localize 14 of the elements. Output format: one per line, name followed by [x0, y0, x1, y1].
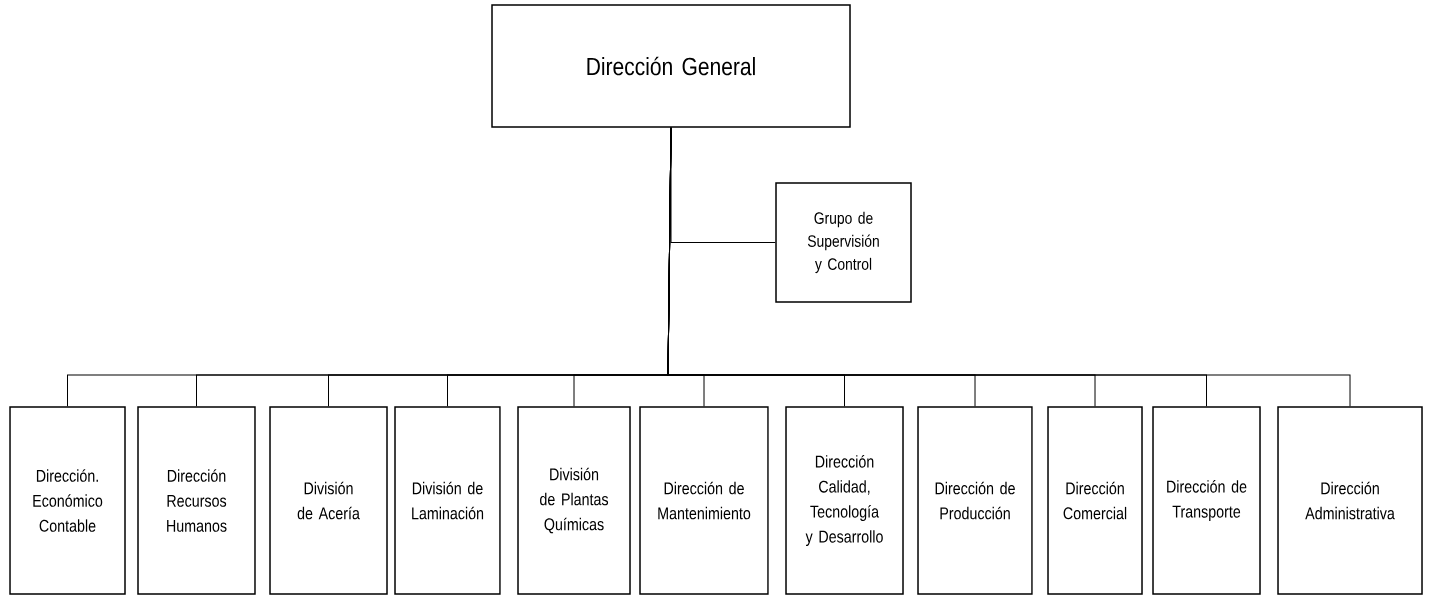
unit-box: Dirección de Mantenimiento [639, 406, 769, 595]
connector [667, 127, 1351, 407]
group-box: Grupo de Supervisión y Control [775, 182, 912, 303]
unit-box: División de Laminación [394, 406, 501, 595]
unit-box: Dirección Recursos Humanos [137, 406, 256, 595]
unit-box: Dirección Administrativa [1277, 406, 1423, 595]
unit-box: Dirección de Producción [917, 406, 1033, 595]
unit-box: Dirección. Económico Contable [9, 406, 126, 595]
unit-box: Dirección Calidad, Tecnología y Desarrollo [785, 406, 904, 595]
unit-box: División de Acería [269, 406, 388, 595]
unit-box: División de Plantas Químicas [517, 406, 631, 595]
unit-box: Dirección Comercial [1047, 406, 1143, 595]
unit-box: Dirección de Transporte [1152, 406, 1261, 595]
title-box: Dirección General [491, 4, 851, 128]
